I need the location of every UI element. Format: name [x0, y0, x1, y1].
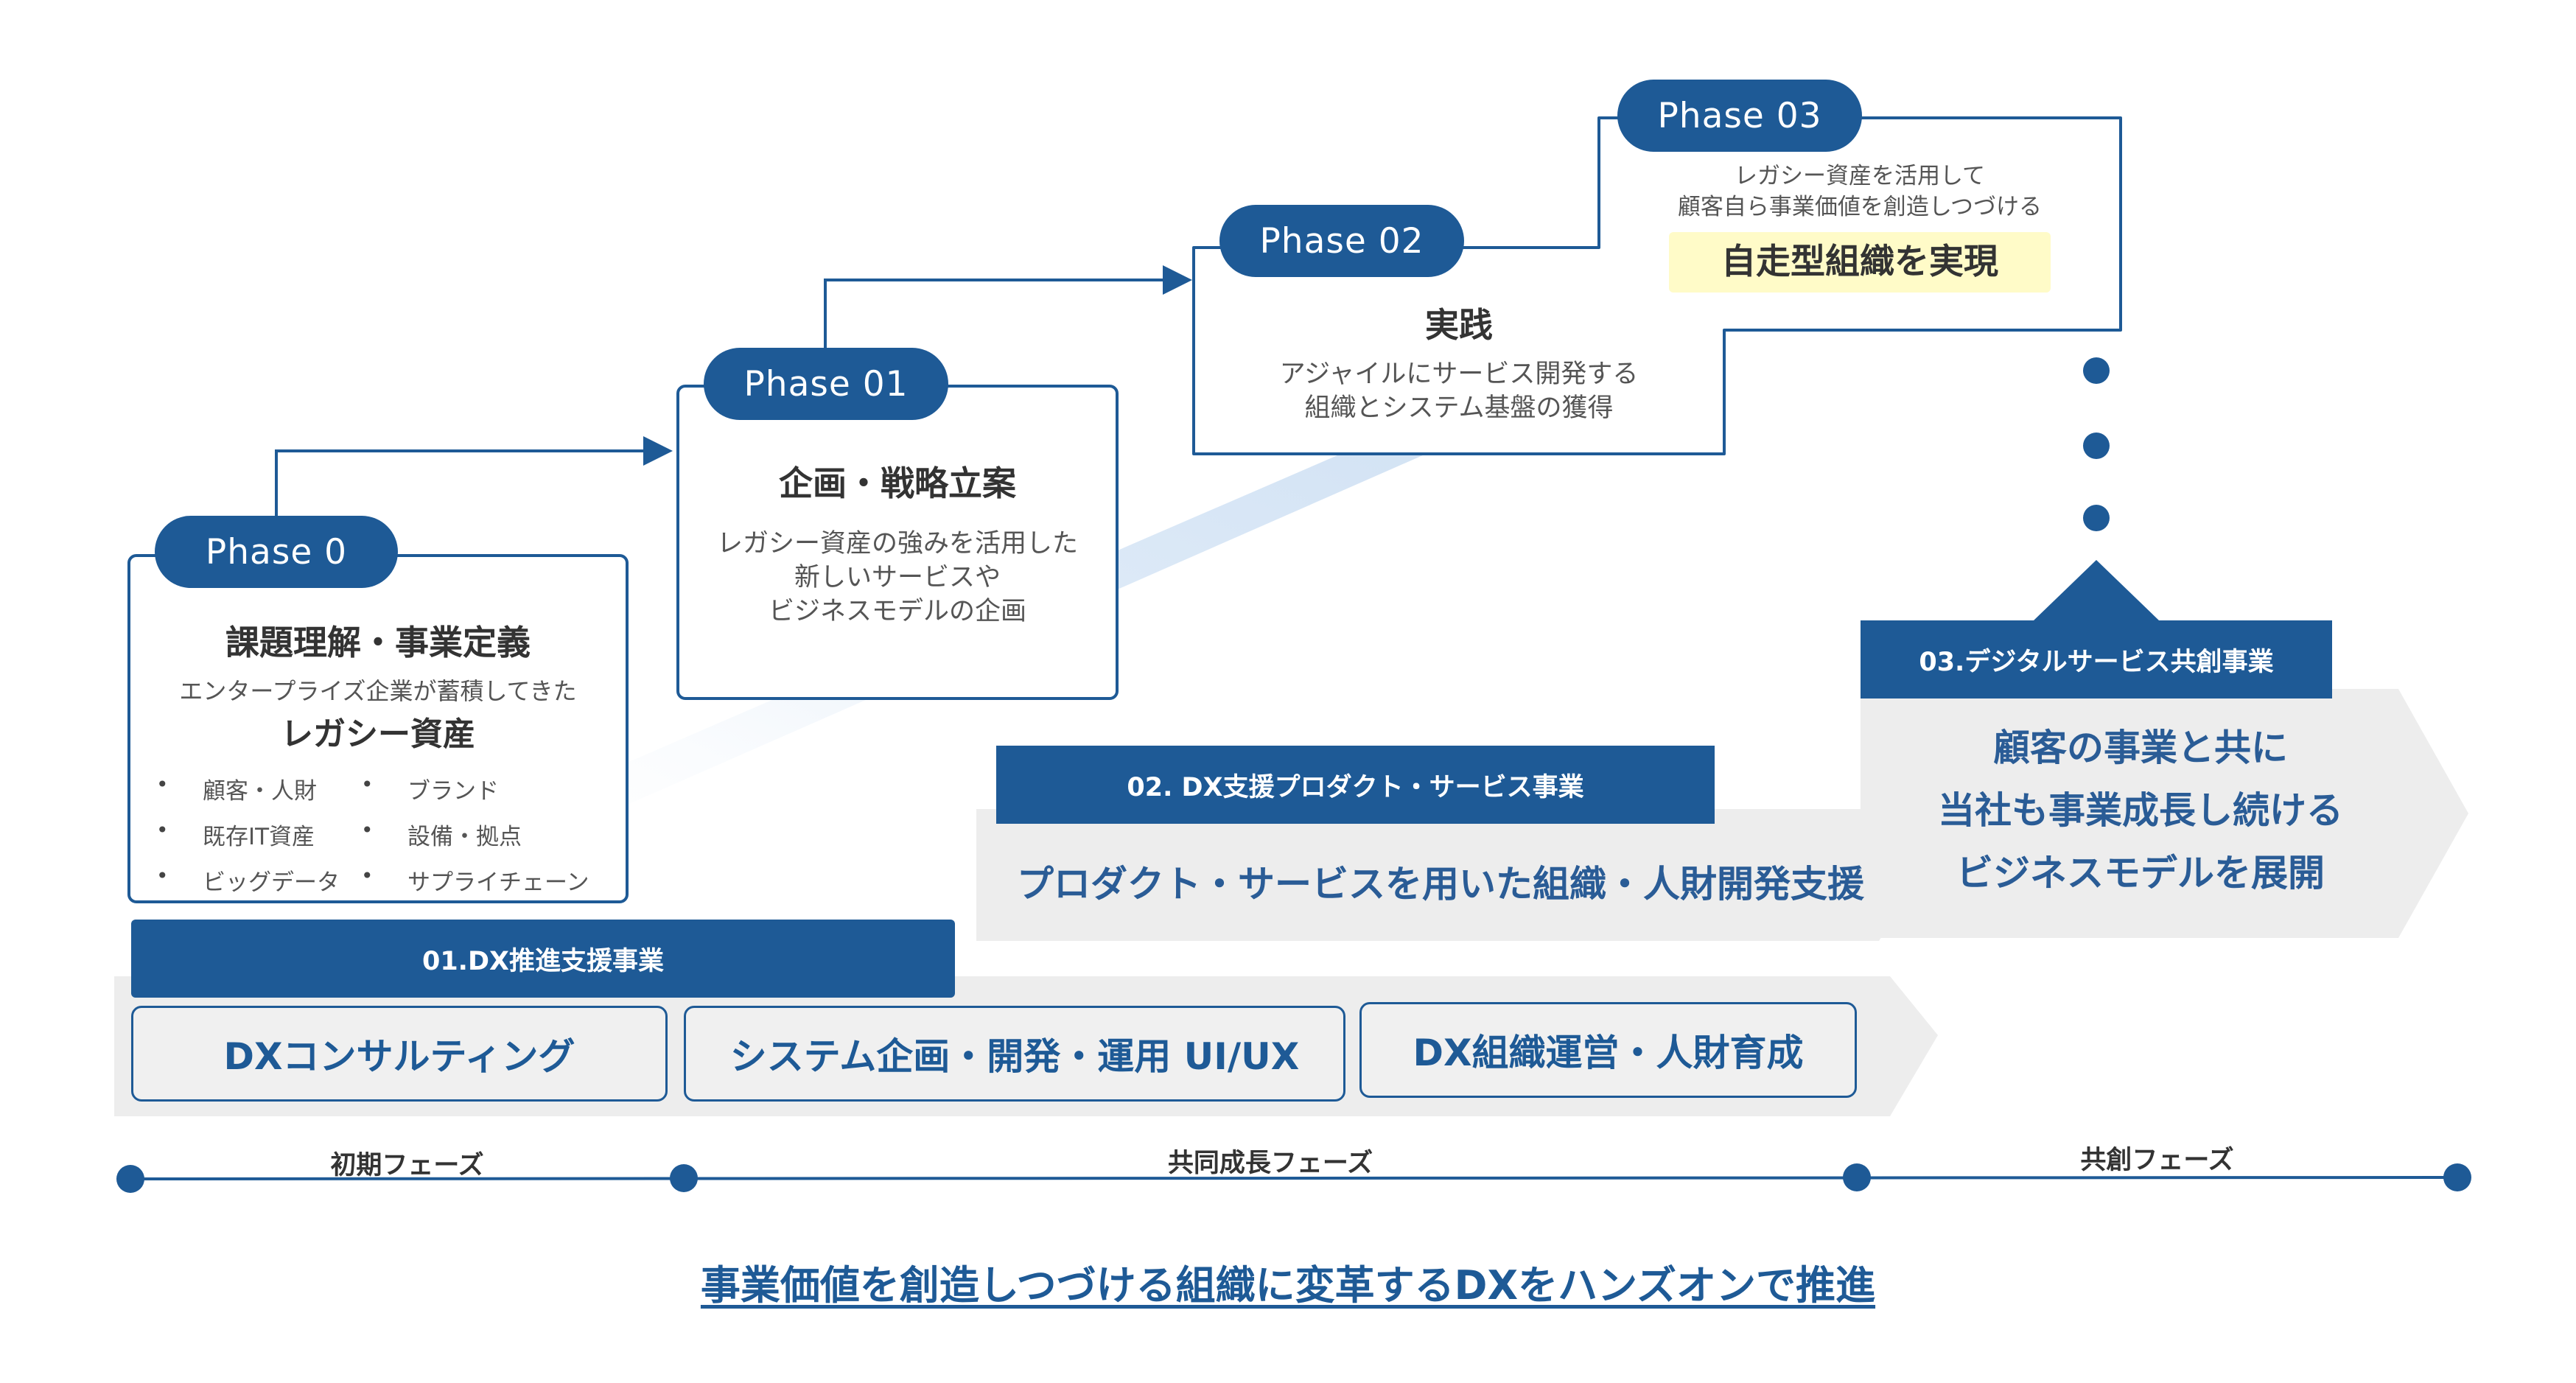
timeline-node-3 [1843, 1163, 1871, 1191]
business-03-band [1861, 689, 2468, 938]
phase-0-title: 課題理解・事業定義 [225, 623, 531, 662]
phase-02-title: 実践 [1425, 305, 1493, 345]
ellipsis-dot-3 [2083, 505, 2110, 531]
phase-03-highlight: 自走型組織を実現 [1669, 232, 2051, 293]
phase-01-box [676, 385, 1119, 700]
business-03-body-line-2: 当社も事業成長し続ける [1938, 789, 2343, 832]
business-03-header: 03.デジタルサービス共創事業 [1861, 620, 2332, 698]
ellipsis-dot-2 [2083, 433, 2110, 459]
phase-0-box [127, 554, 629, 903]
phase-01-pill: Phase 01 [704, 348, 948, 420]
phase-03-desc: レガシー資産を活用して 顧客自ら事業価値を創造しつづける [1677, 163, 2043, 220]
phase-03-pill: Phase 03 [1617, 80, 1862, 152]
bullet-dot: • [156, 772, 169, 796]
bullet-dot: • [361, 772, 374, 796]
business-01-header: 01.DX推進支援事業 [131, 920, 955, 998]
phase-0-pill: Phase 0 [155, 516, 398, 588]
phase-02-03-outline [1192, 116, 2122, 455]
timeline-label-co-creation: 共創フェーズ [2080, 1146, 2234, 1175]
service-dx-consulting: DXコンサルティング [131, 1006, 668, 1102]
tagline: 事業価値を創造しつづける組織に変革するDXをハンズオンで推進 [700, 1262, 1876, 1309]
timeline-label-co-growth: 共同成長フェーズ [1167, 1149, 1373, 1178]
timeline-node-1 [116, 1165, 144, 1193]
service-org-hr: DX組織運営・人財育成 [1359, 1002, 1857, 1098]
phase-01-title: 企画・戦略立案 [779, 463, 1016, 503]
phase-0-subtitle: エンタープライズ企業が蓄積してきた [179, 677, 577, 705]
bullet-right-1: ブランド [407, 778, 499, 805]
bullet-dot: • [156, 864, 169, 888]
bullet-right-3: サプライチェーン [407, 869, 589, 896]
bullet-left-1: 顧客・人財 [203, 778, 317, 805]
phase-0-subtitle-bold: レガシー資産 [281, 715, 475, 753]
bullet-dot: • [361, 818, 374, 842]
phase-01-desc: レガシー資産の強みを活用した 新しいサービスや ビジネスモデルの企画 [716, 529, 1078, 626]
bullet-right-2: 設備・拠点 [407, 824, 522, 850]
phase-02-desc: アジャイルにサービス開発する 組織とシステム基盤の獲得 [1279, 360, 1639, 423]
timeline-node-4 [2443, 1163, 2471, 1191]
bullet-dot: • [361, 864, 374, 888]
bullet-left-3: ビッグデータ [203, 869, 340, 896]
business-02-body: プロダクト・サービスを用いた組織・人財開発支援 [1017, 863, 1864, 906]
business-03-body-line-1: 顧客の事業と共に [1993, 726, 2288, 769]
service-system-dev: システム企画・開発・運用 UI/UX [684, 1006, 1345, 1102]
timeline-label-initial: 初期フェーズ [330, 1151, 484, 1180]
business-02-header: 02. DX支援プロダクト・サービス事業 [996, 746, 1715, 824]
timeline-node-2 [670, 1164, 698, 1192]
ellipsis-dot-1 [2083, 357, 2110, 384]
bullet-left-2: 既存IT資産 [203, 824, 315, 850]
timeline-line [130, 1176, 2458, 1180]
business-02-band [976, 809, 1923, 941]
business-03-pointer [2034, 560, 2159, 620]
bullet-dot: • [156, 818, 169, 842]
phase-02-pill: Phase 02 [1219, 205, 1464, 277]
business-03-body-line-3: ビジネスモデルを展開 [1956, 852, 2325, 894]
